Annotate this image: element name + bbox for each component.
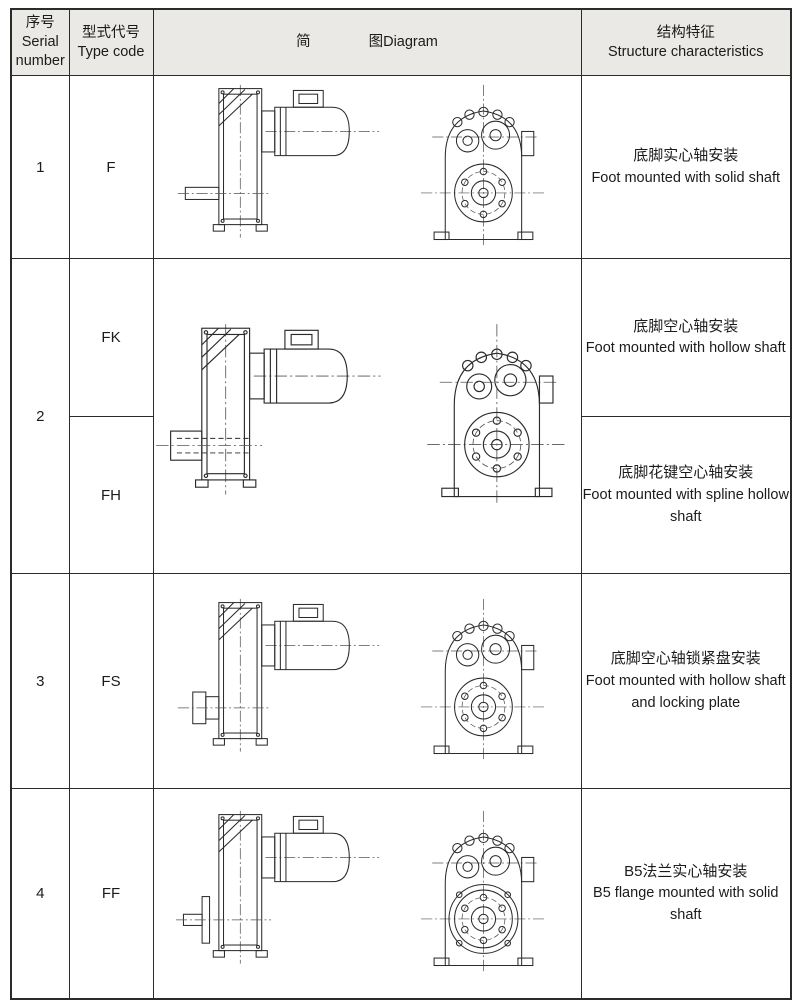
side-view-drawing (212, 83, 380, 238)
side-view-drawing (212, 810, 380, 965)
serial-cell-1: 1 (10, 75, 70, 260)
structure-cell-fh: 底脚花键空心轴安装 Foot mounted with spline hollo… (580, 416, 792, 575)
structure-zh-fh: 底脚花键空心轴安装 (618, 464, 754, 482)
header-diagram-zh: 简 (296, 34, 311, 51)
header-serial-en: Serial number (15, 34, 65, 70)
header-diagram-en: 图Diagram (368, 34, 438, 51)
serial-cell-4: 4 (10, 788, 70, 1000)
structure-en-ff: B5 flange mounted with solid shaft (593, 885, 779, 923)
type-code-cell-f: F (68, 75, 154, 260)
table-header-row: 序号 Serial number 型式代号 Type code 简 图Diagr… (10, 8, 792, 77)
gear-unit-drawing-fs (177, 597, 547, 762)
header-type-code: 型式代号 Type code (68, 8, 154, 77)
structure-cell-fs: 底脚空心轴锁紧盘安装 Foot mounted with hollow shaf… (580, 573, 792, 790)
serial-cell-2: 2 (10, 258, 70, 575)
hollow-bore-hidden-lines (176, 437, 250, 454)
structure-zh-fs: 底脚空心轴锁紧盘安装 (610, 650, 761, 668)
header-serial-number: 序号 Serial number (10, 8, 70, 77)
type-code-cell-fs: FS (68, 573, 154, 790)
header-structure-zh: 结构特征 (656, 24, 715, 41)
front-view-drawing (426, 323, 568, 506)
header-structure-characteristics: 结构特征 Structure characteristics (580, 8, 792, 77)
diagram-cell-ff (152, 788, 582, 1000)
side-view-drawing (212, 597, 380, 752)
gear-unit-drawing-f (177, 83, 547, 248)
structure-en-fs: Foot mounted with hollow shaft and locki… (585, 672, 786, 711)
header-type-zh: 型式代号 (82, 24, 140, 41)
table-row-fk: 2 FK (10, 258, 792, 575)
type-code-cell-fk: FK (68, 258, 154, 418)
gear-unit-drawing-fk-fh (156, 323, 568, 506)
table-row-fh: FH 底脚花键空心轴安装 Foot mounted with spline ho… (11, 416, 792, 575)
table-row-f: 1 F 底脚实心轴安装 Foot mounted with solid shaf… (10, 75, 792, 260)
type-code-cell-fh: FH (68, 416, 154, 575)
b5-flange-front (448, 883, 519, 954)
structure-cell-f: 底脚实心轴安装 Foot mounted with solid shaft (580, 75, 792, 260)
front-view-drawing (420, 83, 547, 248)
header-diagram: 简 图Diagram (152, 8, 582, 77)
header-structure-en: Structure characteristics (607, 43, 764, 60)
gear-unit-drawing-ff (176, 810, 547, 974)
structure-en-fh: Foot mounted with spline hollow shaft (582, 486, 789, 525)
front-view-drawing (420, 810, 547, 974)
structure-zh-fk: 底脚空心轴安装 (633, 317, 739, 335)
serial-cell-3: 3 (10, 573, 70, 790)
side-view-drawing (194, 323, 382, 495)
table-row-fs: 3 FS 底脚空心轴锁紧盘安装 Foot mounted (10, 573, 792, 790)
structure-en-f: Foot mounted with solid shaft (591, 169, 781, 186)
diagram-cell-fs (152, 573, 582, 790)
header-type-en: Type code (77, 43, 145, 60)
header-serial-zh: 序号 (25, 15, 55, 31)
table-row-ff: 4 FF (10, 788, 792, 1000)
structure-zh-f: 底脚实心轴安装 (633, 147, 739, 165)
gear-type-table: 序号 Serial number 型式代号 Type code 简 图Diagr… (10, 8, 792, 1000)
diagram-cell-f (152, 75, 582, 260)
structure-cell-fk: 底脚空心轴安装 Foot mounted with hollow shaft (580, 258, 792, 418)
front-view-drawing (420, 597, 547, 762)
type-code-cell-ff: FF (68, 788, 154, 1000)
structure-en-fk: Foot mounted with hollow shaft (585, 340, 786, 357)
structure-zh-ff: B5法兰实心轴安装 (624, 862, 748, 880)
diagram-cell-fk-fh (152, 258, 582, 575)
structure-cell-ff: B5法兰实心轴安装 B5 flange mounted with solid s… (580, 788, 792, 1000)
